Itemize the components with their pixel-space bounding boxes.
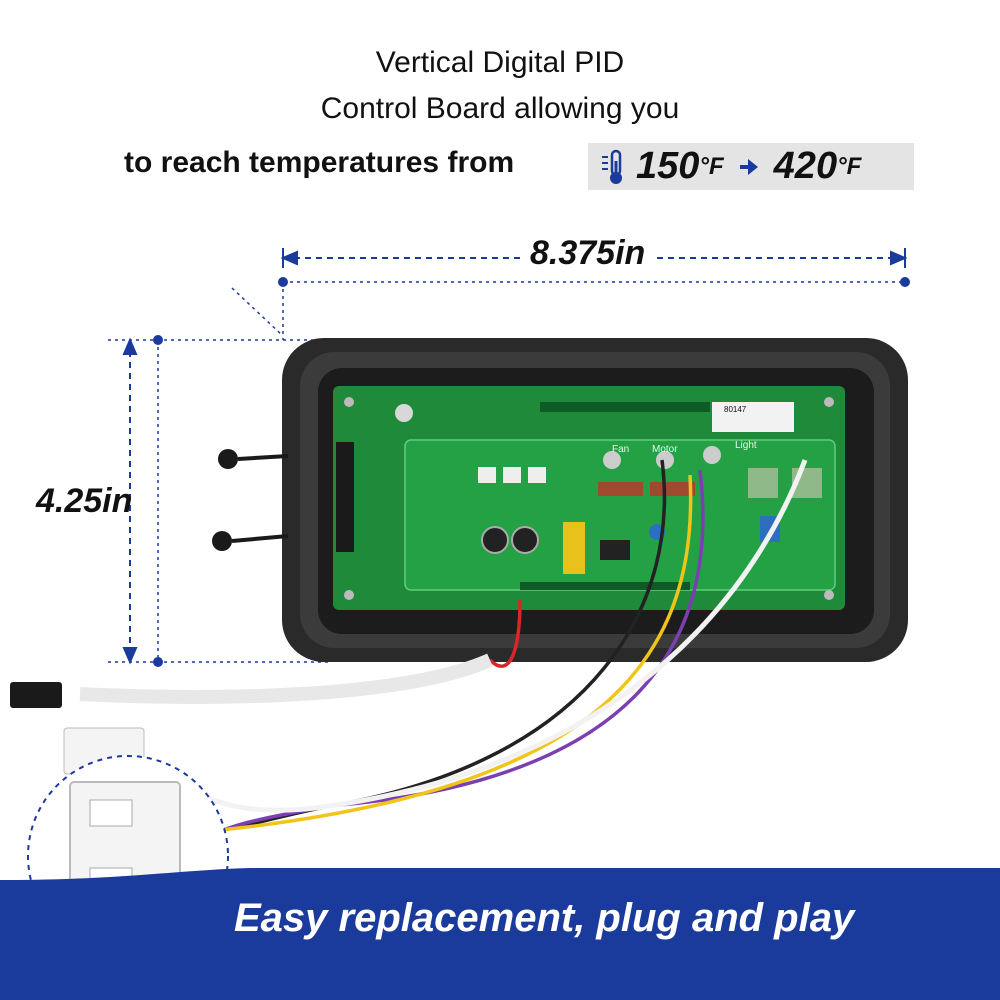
headline-line-1: Vertical Digital PID bbox=[375, 46, 625, 79]
right-arrow-icon bbox=[739, 158, 758, 175]
part-number-label: 80147 bbox=[724, 405, 747, 414]
fan-label: Fan bbox=[612, 444, 629, 455]
width-dimension-label: 8.375in bbox=[520, 234, 656, 273]
min-temperature: 150 bbox=[636, 145, 700, 187]
height-dimension-label: 4.25in bbox=[36, 482, 133, 520]
cable-grommets bbox=[212, 449, 289, 551]
max-temperature: 420 bbox=[773, 145, 838, 187]
headline-line-3: to reach temperatures from bbox=[124, 146, 515, 179]
light-label: Light bbox=[735, 440, 757, 451]
thermometer-icon bbox=[602, 149, 622, 184]
wire-harness bbox=[79, 459, 808, 882]
pcb-board: Fan Motor Light 80147 bbox=[333, 386, 845, 610]
headline-line-2: Control Board allowing you bbox=[320, 92, 680, 125]
banner-text: Easy replacement, plug and play bbox=[234, 896, 855, 940]
banner-background bbox=[0, 868, 1000, 1000]
temperature-range-box: 150 °F 420 °F bbox=[588, 143, 914, 190]
motor-label: Motor bbox=[652, 444, 678, 455]
min-temperature-unit: °F bbox=[699, 152, 724, 180]
height-dimension-line bbox=[108, 335, 330, 667]
max-temperature-unit: °F bbox=[837, 152, 862, 180]
